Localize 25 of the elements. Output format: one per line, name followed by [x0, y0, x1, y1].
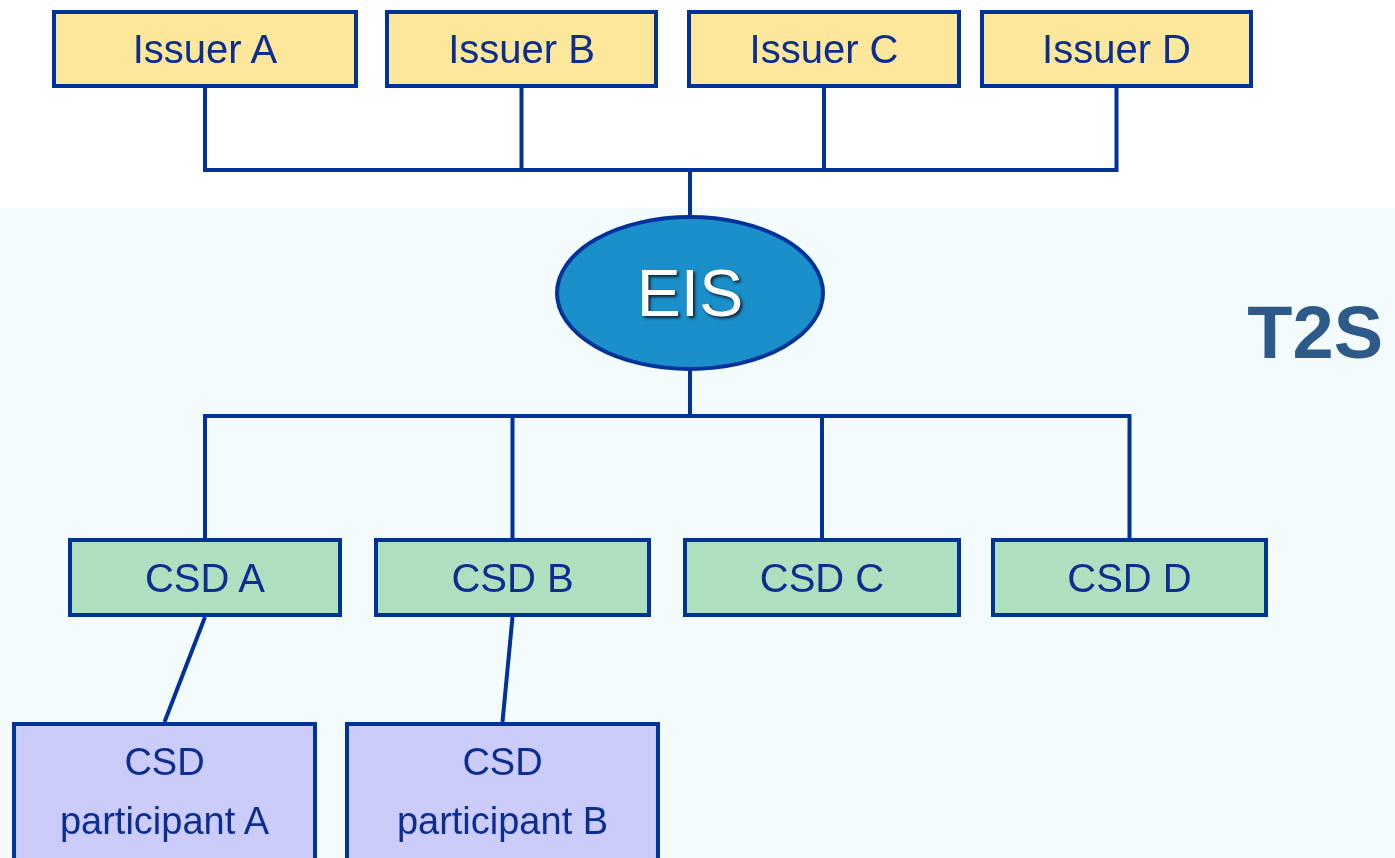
csd-box	[683, 538, 961, 617]
node-label: CSD B	[451, 554, 574, 602]
node-label: EIS	[636, 255, 744, 331]
node-label: Issuer B	[448, 26, 595, 73]
region-title: T2S	[1247, 290, 1383, 375]
participant-box	[12, 722, 317, 858]
connector-line	[500, 616, 515, 723]
node-label: CSD C	[759, 554, 885, 602]
csd-box	[68, 538, 342, 617]
node-label: CSD participant B	[395, 740, 610, 844]
node-label: CSD participant A	[58, 740, 271, 844]
connector-line	[162, 616, 207, 723]
t2s-region	[0, 208, 1395, 858]
csd-box	[374, 538, 651, 617]
node-label: Issuer D	[1042, 26, 1191, 73]
issuer-box	[687, 10, 961, 88]
issuer-box	[385, 10, 658, 88]
issuer-box	[52, 10, 358, 88]
node-label: CSD D	[1067, 554, 1192, 602]
csd-box	[991, 538, 1268, 617]
node-label: CSD A	[144, 554, 265, 602]
node-label: Issuer A	[132, 26, 278, 73]
issuer-box	[980, 10, 1253, 88]
node-label: Issuer C	[749, 26, 899, 73]
participant-box	[345, 722, 660, 858]
